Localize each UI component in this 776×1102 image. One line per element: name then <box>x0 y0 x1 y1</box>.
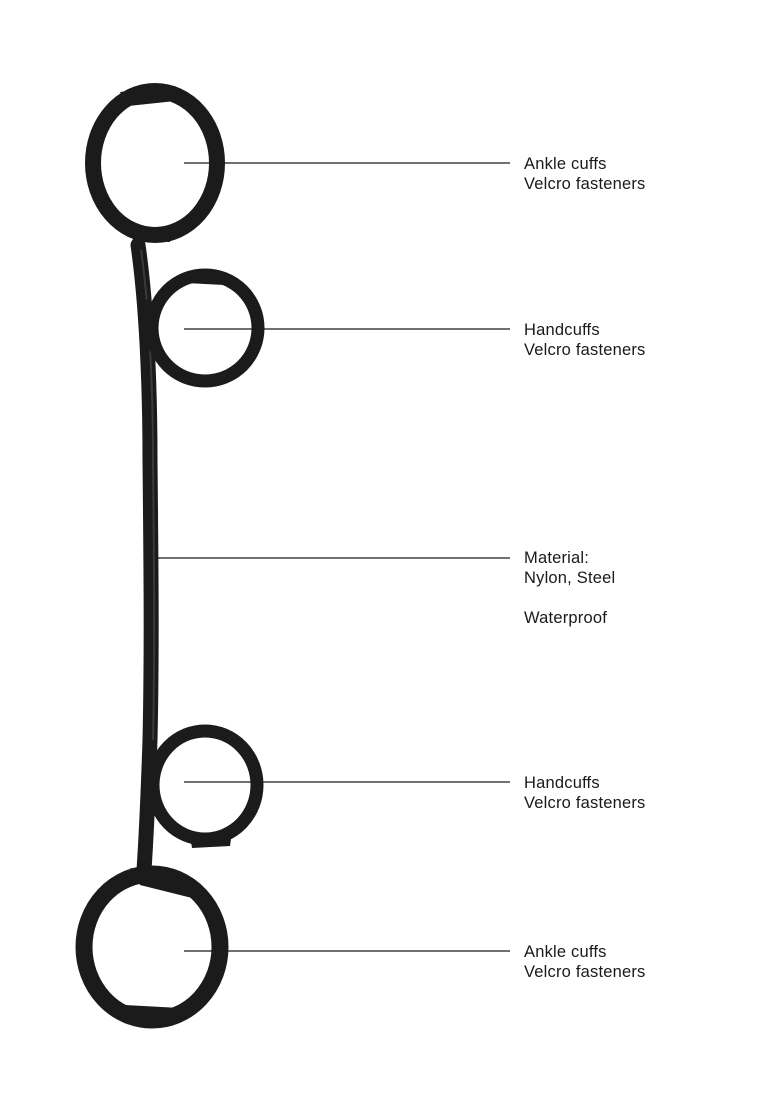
callout-title: Handcuffs <box>524 321 600 339</box>
center-strap <box>130 237 159 878</box>
bottom-ankle-cuff-strap-join <box>130 868 200 900</box>
top-handcuff-velcro <box>185 272 225 285</box>
callout-title: Ankle cuffs <box>524 155 607 173</box>
callout-detail: Velcro fasteners <box>524 963 646 981</box>
top-handcuff <box>145 268 265 388</box>
bottom-handcuff <box>146 724 264 846</box>
callout-detail: Velcro fasteners <box>524 341 646 359</box>
callout-detail: Velcro fasteners <box>524 175 646 193</box>
top-ankle-cuff-buckle <box>130 226 175 242</box>
callout-bottom-handcuff: Handcuffs Velcro fasteners <box>524 773 646 813</box>
callout-title: Material: <box>524 549 590 567</box>
callout-extra: Waterproof <box>524 609 608 627</box>
callout-top-ankle-cuff: Ankle cuffs Velcro fasteners <box>524 154 646 194</box>
top-ankle-cuff-velcro <box>120 86 185 106</box>
bottom-handcuff-velcro <box>190 832 232 848</box>
callout-title: Handcuffs <box>524 774 600 792</box>
callout-top-handcuff: Handcuffs Velcro fasteners <box>524 320 646 360</box>
top-handcuff-connector <box>141 299 159 351</box>
callout-title: Ankle cuffs <box>524 943 607 961</box>
bottom-ankle-cuff <box>75 865 229 1029</box>
bottom-ankle-cuff-velcro <box>125 1005 180 1022</box>
callout-bottom-ankle-cuff: Ankle cuffs Velcro fasteners <box>524 942 646 982</box>
callout-detail: Velcro fasteners <box>524 794 646 812</box>
callout-detail: Nylon, Steel <box>524 569 616 587</box>
callout-center-strap: Material: Nylon, Steel Waterproof <box>524 548 615 628</box>
